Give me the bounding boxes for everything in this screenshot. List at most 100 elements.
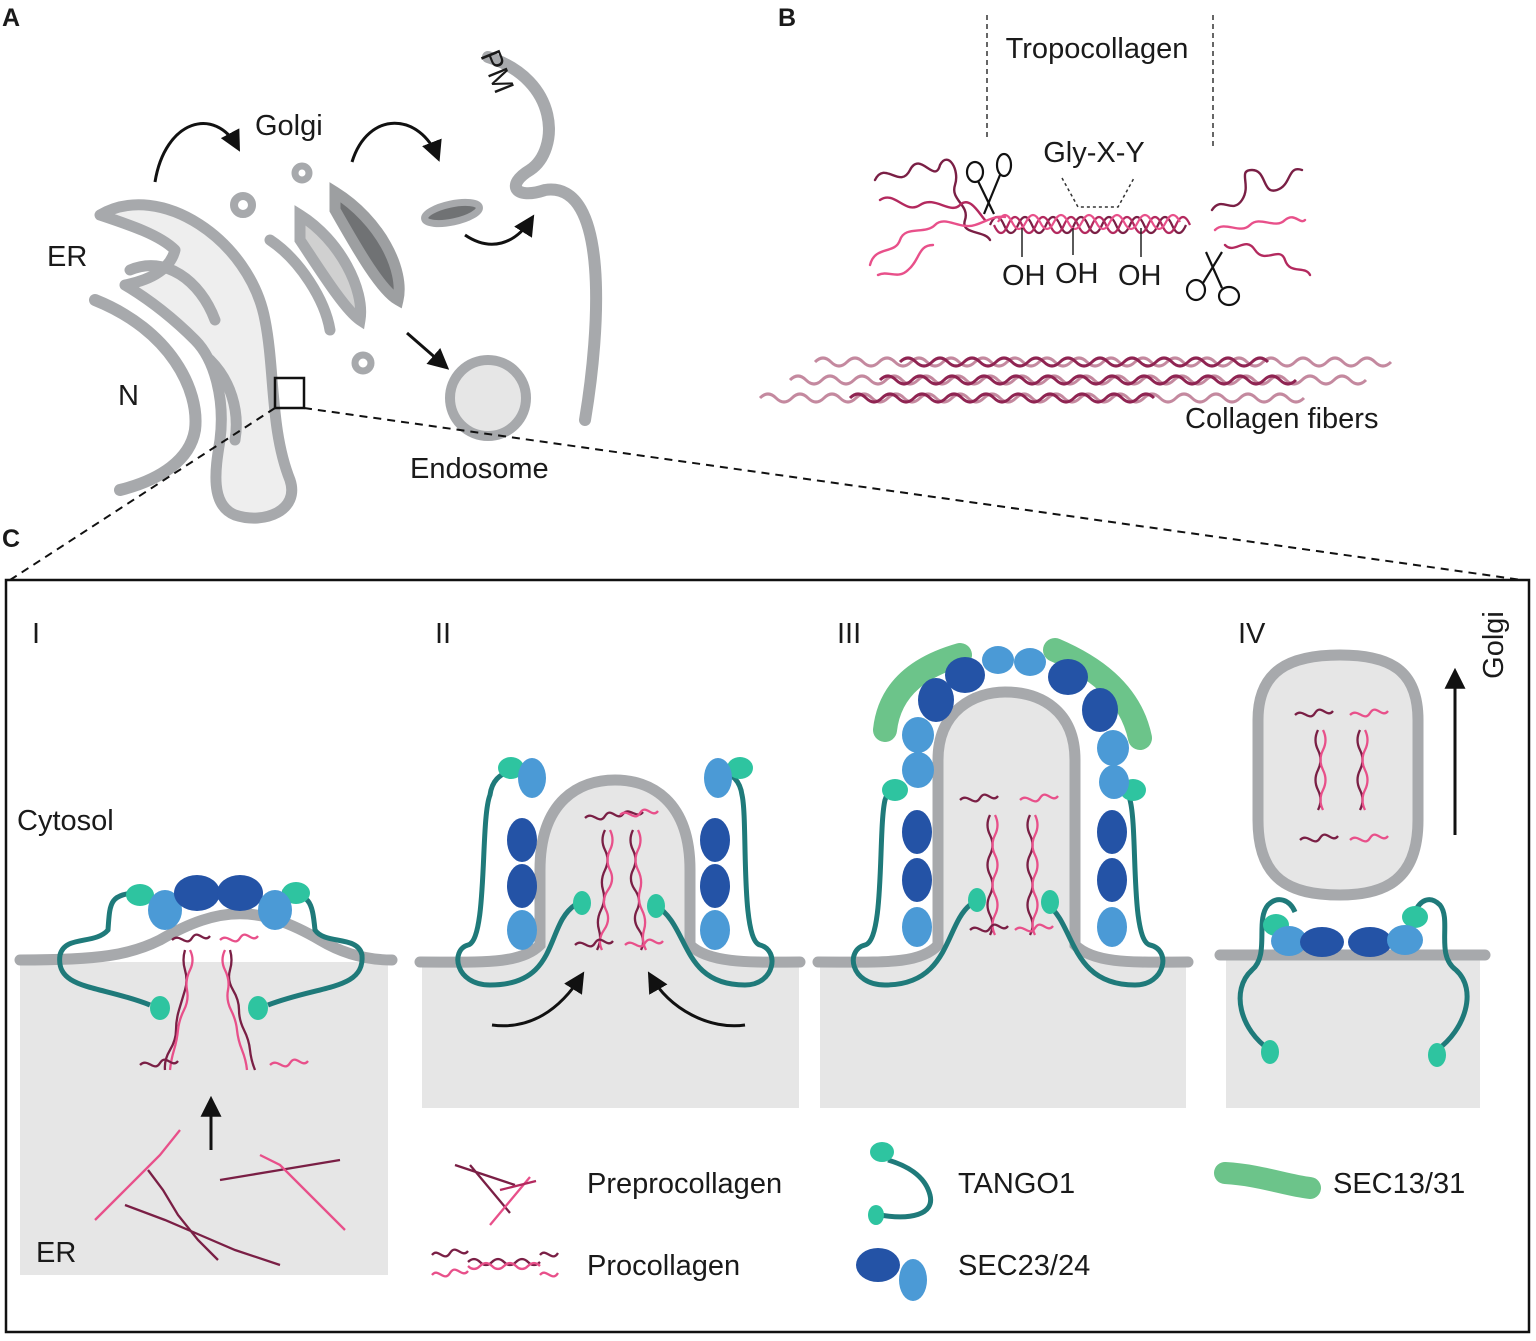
golgi-vesicle — [291, 162, 313, 184]
transport-carrier — [421, 198, 483, 228]
sec23-icon — [902, 858, 932, 902]
pm-label: PM — [474, 46, 520, 98]
er-lumen-label: ER — [36, 1237, 76, 1269]
arrow-to-endosome — [406, 331, 450, 370]
tango1-head-icon — [1428, 1043, 1446, 1067]
n-propeptide — [868, 158, 1007, 277]
legend-tango1: TANGO1 — [958, 1168, 1075, 1200]
tango1-head-icon — [573, 891, 591, 915]
sec23-icon — [507, 818, 537, 862]
legend-sec23-24-icon — [856, 1248, 927, 1301]
sec24-icon — [1387, 925, 1423, 955]
arrow-golgi-to-pm — [350, 121, 442, 163]
collagen-fibers-label: Collagen fibers — [1185, 403, 1378, 435]
tango1-head-icon — [498, 757, 524, 779]
triple-helix — [988, 213, 1192, 235]
endosome — [445, 355, 531, 441]
legend-procollagen: Procollagen — [587, 1250, 740, 1282]
procollagen-molecule — [139, 933, 309, 1071]
tango1-head-icon — [1041, 890, 1059, 914]
panel-b: B Tropocollagen Gly-X-Y OH OH OH — [758, 4, 1393, 435]
sec23-icon — [217, 875, 263, 911]
tango1-left — [57, 889, 151, 1008]
zoom-box — [273, 376, 306, 410]
sec13-31-icon — [1043, 638, 1152, 750]
legend-sec13-31: SEC13/31 — [1333, 1168, 1465, 1200]
sec24-icon — [902, 907, 932, 947]
scissors-icon — [965, 152, 1013, 215]
legend-procollagen-icon — [431, 1248, 559, 1278]
tropocollagen-label: Tropocollagen — [1006, 33, 1189, 65]
stage-4: Golgi — [1214, 611, 1510, 1067]
sec23-icon — [1300, 927, 1344, 957]
sec23-icon — [1048, 659, 1088, 695]
golgi-direction-label: Golgi — [1478, 611, 1510, 679]
er-membrane — [812, 686, 1194, 968]
procollagen-molecule — [1294, 708, 1389, 843]
tango1-head-icon — [1261, 1040, 1279, 1064]
panel-a: A PM Golgi ER N — [2, 4, 603, 524]
panel-c-frame — [4, 578, 1531, 1334]
stage-2 — [414, 757, 806, 1028]
coat-left — [902, 657, 985, 947]
legend-tango1-icon — [868, 1142, 934, 1225]
arrow-inward-right — [647, 971, 746, 1028]
sec24-icon — [1097, 907, 1127, 947]
golgi-vesicle — [230, 192, 256, 218]
coated-carrier — [1252, 649, 1424, 901]
tango1-right — [1412, 897, 1470, 1053]
procollagen-molecule — [574, 808, 664, 951]
sec24-icon — [518, 758, 546, 798]
oh-label-2: OH — [1055, 258, 1099, 290]
stage-label-4: IV — [1238, 618, 1266, 650]
tango1-left — [850, 785, 972, 988]
arrow-secretion — [464, 214, 535, 246]
sec24-icon — [1097, 730, 1129, 766]
er-lumen-stage-1 — [20, 962, 388, 1275]
tango1-head-icon — [1402, 906, 1428, 928]
stage-label-1: I — [32, 618, 40, 650]
sec23-icon — [902, 810, 932, 854]
procollagen-molecule — [959, 793, 1059, 936]
golgi-stack — [264, 182, 405, 336]
tango1-head-icon — [727, 757, 753, 779]
sec23-icon — [1097, 810, 1127, 854]
sec24-icon — [902, 752, 934, 788]
preprocollagen-strands — [94, 1129, 346, 1267]
sec24-icon — [1099, 765, 1129, 799]
sec23-icon — [918, 678, 954, 722]
panel-b-label: B — [778, 4, 796, 32]
coat-right — [1048, 659, 1129, 947]
sec24-icon — [982, 646, 1014, 674]
arrow-er-to-golgi — [153, 122, 240, 183]
tango1-head-icon — [882, 779, 908, 801]
sec23-icon — [1097, 858, 1127, 902]
tango1-right — [653, 767, 775, 988]
stage-label-3: III — [837, 618, 861, 650]
sec24-icon — [258, 890, 292, 930]
sec24-icon — [507, 910, 537, 950]
tango1-right — [267, 889, 365, 1008]
cytosol-label: Cytosol — [17, 805, 114, 837]
c-propeptide — [1210, 168, 1312, 277]
golgi-vesicle — [351, 351, 375, 375]
sec13-31-icon — [873, 643, 972, 742]
legend-sec23-24: SEC23/24 — [958, 1250, 1090, 1282]
oh-label-3: OH — [1118, 260, 1162, 292]
panel-a-label: A — [2, 4, 20, 32]
tango1-head-icon — [150, 996, 170, 1020]
tango1-head-icon — [968, 888, 986, 912]
sec24-icon — [1271, 926, 1307, 956]
tango1-head-icon — [647, 894, 665, 918]
arrow-inward-left — [491, 971, 585, 1028]
plasma-membrane — [482, 51, 603, 426]
sec24-icon — [1014, 648, 1046, 676]
stage-label-2: II — [435, 618, 451, 650]
gly-x-y-label: Gly-X-Y — [1043, 137, 1145, 169]
nucleus-envelope — [89, 294, 202, 496]
sec23-icon — [700, 818, 730, 862]
endosome-label: Endosome — [410, 453, 549, 485]
stage-1 — [14, 875, 398, 1267]
panel-c: C I II III IV Cytosol ER — [2, 525, 1531, 1334]
